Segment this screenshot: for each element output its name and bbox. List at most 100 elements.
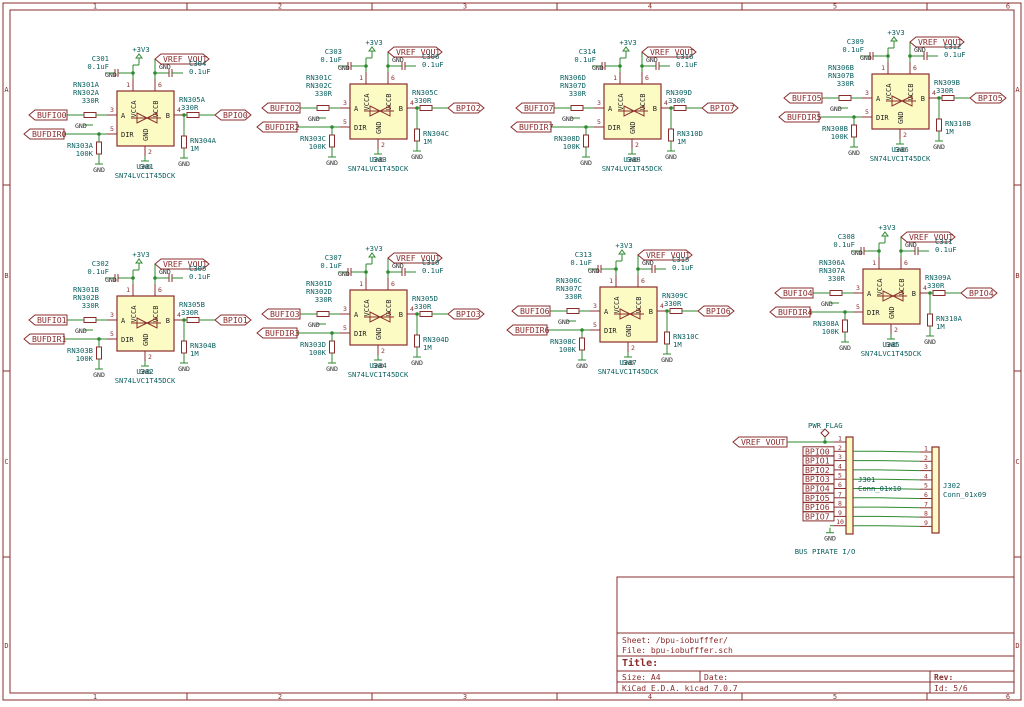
connector-caption: BUS PIRATE I/O [795, 547, 856, 556]
pin-number: 5 [343, 324, 347, 332]
resistor-series-b [673, 105, 687, 111]
pin-number: 2 [381, 347, 385, 355]
bufdir-label: BUFDIR3 [265, 328, 300, 338]
pin-number: 4 [410, 99, 414, 107]
vref-label: VREF_VOUT [396, 47, 440, 57]
pin-b-label: B [653, 105, 657, 113]
column-label-top: 6 [1006, 3, 1010, 11]
gnd-label: GND [392, 56, 404, 64]
resistor-weak-ref: RN304A [190, 136, 217, 145]
gnd-label: GND [860, 54, 872, 62]
connector-net-label: BPIO6 [805, 502, 830, 512]
pin-number: 3 [343, 305, 347, 313]
vref-label: VREF_VOUT [646, 250, 690, 260]
gnd-label: GND [885, 341, 897, 349]
junction [636, 267, 640, 271]
pin-vcca-label: VCCA [617, 93, 625, 111]
vref-label-flag [387, 252, 443, 264]
pin-vccb-label: VCCB [152, 101, 160, 118]
bufdir-label-flag [256, 327, 298, 339]
junction [908, 54, 912, 58]
bufdir-label-flag [510, 121, 552, 133]
gnd-label: GND [580, 159, 592, 167]
connector-net-label: BPIO7 [805, 511, 830, 521]
bufio-label-flag [261, 102, 301, 114]
row-label-left: D [4, 642, 8, 650]
supply-label: +3V3 [878, 223, 895, 232]
cap-c2-value: 0.1uF [944, 50, 966, 59]
cap-c2-ref: C311 [935, 237, 952, 246]
pin-vccb-label: VCCB [152, 306, 160, 323]
gnd-label: GND [592, 64, 604, 72]
vref-label: VREF_VOUT [909, 232, 953, 242]
bufdir-label-flag [23, 128, 65, 140]
ic-reference: U302 [136, 367, 153, 376]
bpio-label: BPIO0 [223, 110, 248, 120]
vref-label: VREF_VOUT [918, 37, 962, 47]
connector-j301-value: Conn_01x10 [858, 484, 901, 493]
resistor-a2-ref: RN307C [556, 284, 582, 293]
pin-number: 4 [177, 106, 181, 114]
connector-j301-pin-number: 2 [838, 444, 842, 452]
gnd-label: GND [576, 362, 588, 370]
connector-j302-body [931, 446, 940, 534]
column-label-top: 1 [93, 3, 97, 11]
resistor-series-a [566, 308, 580, 314]
gnd-label: GND [338, 270, 350, 278]
bufio-label-flag [774, 287, 814, 299]
resistor-a-value: 330R [837, 79, 855, 88]
column-label-top: 2 [278, 3, 282, 11]
cap-c1-ref: C313 [575, 250, 592, 259]
connector-j301-pin-number: 7 [838, 490, 842, 498]
bufio-label: BUFIO2 [270, 103, 300, 113]
resistor-weak [664, 331, 670, 345]
connector-j301-pin-number: 6 [838, 481, 842, 489]
gnd-label: GND [558, 318, 570, 326]
gnd-label: GND [75, 327, 87, 335]
pin-vcca-label: VCCA [885, 83, 893, 101]
pin-number: 6 [391, 74, 395, 82]
resistor-pulldown [842, 319, 848, 333]
pin-number: 1 [881, 64, 885, 72]
vref-label-flag [900, 231, 956, 243]
resistor-series-b [941, 95, 955, 101]
resistor-weak-ref: RN310D [677, 129, 703, 138]
bpio-label: BPIO3 [456, 309, 481, 319]
gnd-label: GND [93, 371, 105, 379]
supply-arrow [368, 46, 376, 52]
resistor-series-a [838, 95, 852, 101]
gnd-label: GND [665, 153, 677, 161]
row-label-right: C [1015, 458, 1019, 466]
pin-a-label: A [876, 95, 881, 103]
resistor-pulldown-value: 100K [76, 354, 94, 363]
ic-reference: U303 [369, 155, 386, 164]
bufdir-label-flag [506, 324, 548, 336]
ic-reference: U308 [623, 155, 640, 164]
column-label-top: 3 [463, 3, 467, 11]
connector-net-label: BPIO3 [805, 474, 830, 484]
resistor-weak [668, 128, 674, 142]
bpio-label: BPIO4 [969, 288, 994, 298]
resistor-pulldown-ref: RN308D [554, 134, 580, 143]
pin-number: 4 [923, 284, 927, 292]
connector-j302-pin-number: 9 [924, 519, 928, 527]
pin-number: 5 [597, 118, 601, 126]
bufio-label-flag [511, 305, 551, 317]
gnd-label: GND [626, 156, 638, 164]
connector-j302-pin-number: 4 [924, 472, 928, 480]
wire-bus [879, 525, 921, 527]
ic-part-number: SN74LVC1T45DCK [598, 367, 659, 376]
cap-c2-value: 0.1uF [676, 60, 698, 69]
wire-bus [879, 506, 921, 509]
connector-j302-pin-number: 5 [924, 482, 928, 490]
vref-label: VREF_VOUT [163, 259, 207, 269]
connector-j302-ref: J302 [943, 481, 960, 490]
resistor-weak [927, 313, 933, 327]
pin-number: 3 [865, 89, 869, 97]
gnd-label: GND [338, 64, 350, 72]
bpio-label-flag [701, 102, 739, 114]
supply-label: +3V3 [365, 244, 382, 253]
